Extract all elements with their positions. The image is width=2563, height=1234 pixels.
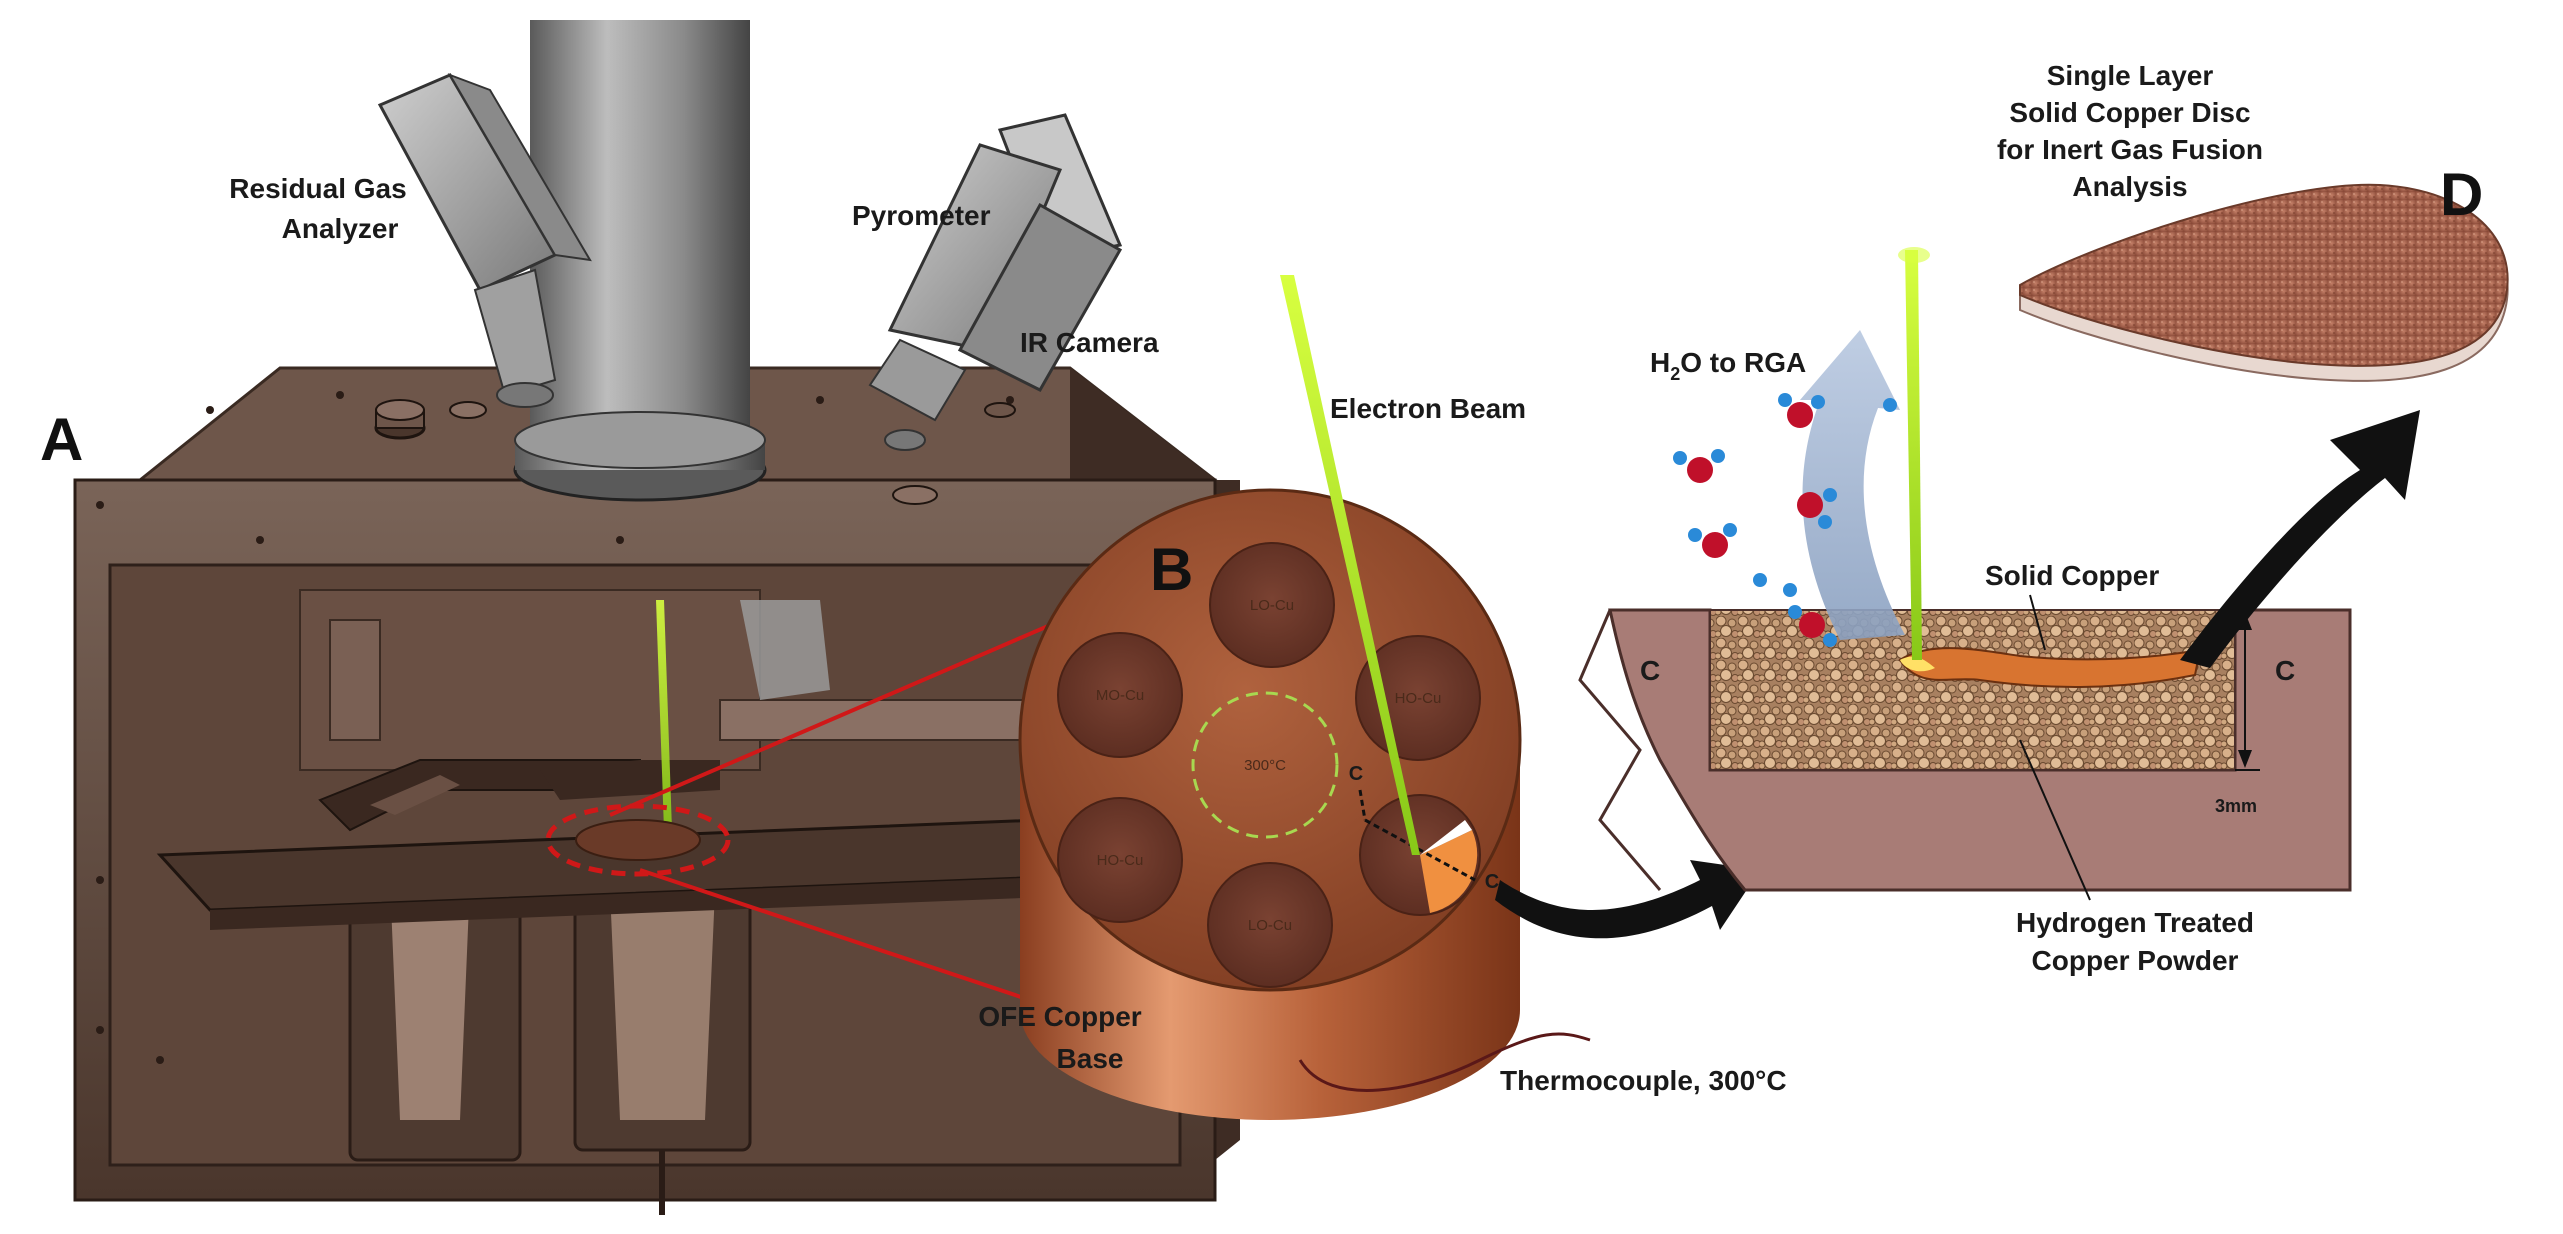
label-disc-2: Solid Copper Disc bbox=[2009, 97, 2250, 128]
leader-powder bbox=[2019, 739, 2091, 901]
sample-plate: LO-Cu MO-Cu HO-Cu HO-Cu LO-Cu 300°C bbox=[1018, 488, 1522, 1120]
water-molecules bbox=[1673, 393, 1897, 647]
label-h2o-to-rga: H2O to RGA bbox=[1650, 347, 1806, 384]
thermocouple-wire bbox=[1298, 1032, 1591, 1092]
label-ofe-copper-base-2: Base bbox=[1057, 1043, 1124, 1074]
label-residual-gas-analyzer-2: Analyzer bbox=[282, 213, 399, 244]
callout-line-bottom bbox=[639, 868, 1031, 1002]
electron-beam bbox=[1280, 275, 1420, 855]
label-section-left: C bbox=[1640, 655, 1660, 686]
copper-disc bbox=[2019, 183, 2509, 382]
residual-gas-analyzer bbox=[377, 73, 592, 408]
arrow-to-cross-section bbox=[1495, 860, 1760, 939]
well-lo-cu-bottom: LO-Cu bbox=[1207, 862, 1333, 988]
cross-section bbox=[1578, 608, 2352, 892]
svg-text:MO-Cu: MO-Cu bbox=[1096, 687, 1144, 704]
heater-zone: 300°C bbox=[1191, 691, 1339, 839]
well-ho-cu-left: HO-Cu bbox=[1057, 797, 1183, 923]
label-ir-camera: IR Camera bbox=[1020, 327, 1159, 358]
panel-label-d: D bbox=[2440, 161, 2483, 228]
callout-line-top bbox=[609, 593, 1121, 817]
sample-callout-circle bbox=[545, 803, 731, 877]
panel-label-b: B bbox=[1150, 536, 1193, 603]
electron-gun-column bbox=[513, 20, 767, 502]
well-mo-cu: MO-Cu bbox=[1057, 632, 1183, 758]
svg-text:HO-Cu: HO-Cu bbox=[1097, 852, 1144, 869]
label-electron-beam: Electron Beam bbox=[1330, 393, 1526, 424]
leader-solid-copper bbox=[2029, 594, 2046, 651]
label-solid-copper: Solid Copper bbox=[1985, 560, 2159, 591]
label-thermocouple: Thermocouple, 300°C bbox=[1500, 1065, 1787, 1096]
vacuum-chamber bbox=[73, 366, 1240, 1215]
label-hydrogen-treated-1: Hydrogen Treated bbox=[2016, 907, 2254, 938]
label-disc-1: Single Layer bbox=[2047, 60, 2214, 91]
label-pyrometer: Pyrometer bbox=[852, 200, 991, 231]
arrow-to-disc bbox=[2180, 410, 2420, 668]
chamber-electron-beam bbox=[656, 600, 672, 830]
svg-text:LO-Cu: LO-Cu bbox=[1250, 597, 1294, 614]
svg-text:HO-Cu: HO-Cu bbox=[1395, 690, 1442, 707]
label-disc-3: for Inert Gas Fusion bbox=[1997, 134, 2263, 165]
h2o-arrow bbox=[1800, 330, 1905, 640]
label-depth: 3mm bbox=[2215, 796, 2257, 816]
label-hydrogen-treated-2: Copper Powder bbox=[2032, 945, 2239, 976]
svg-text:LO-Cu: LO-Cu bbox=[1248, 917, 1292, 934]
well-lo-cu-top: LO-Cu bbox=[1209, 542, 1335, 668]
svg-text:C: C bbox=[1349, 763, 1363, 785]
svg-text:300°C: 300°C bbox=[1244, 757, 1286, 774]
label-residual-gas-analyzer-1: Residual Gas bbox=[229, 173, 406, 204]
label-disc-4: Analysis bbox=[2072, 171, 2187, 202]
panel-label-a: A bbox=[40, 406, 83, 473]
cross-section-beam bbox=[1905, 250, 1922, 660]
label-section-right: C bbox=[2275, 655, 2295, 686]
svg-text:C: C bbox=[1485, 871, 1499, 893]
pyrometer-and-ir-camera bbox=[868, 113, 1123, 451]
label-ofe-copper-base-1: OFE Copper bbox=[978, 1001, 1141, 1032]
section-line: C C bbox=[1349, 763, 1499, 893]
